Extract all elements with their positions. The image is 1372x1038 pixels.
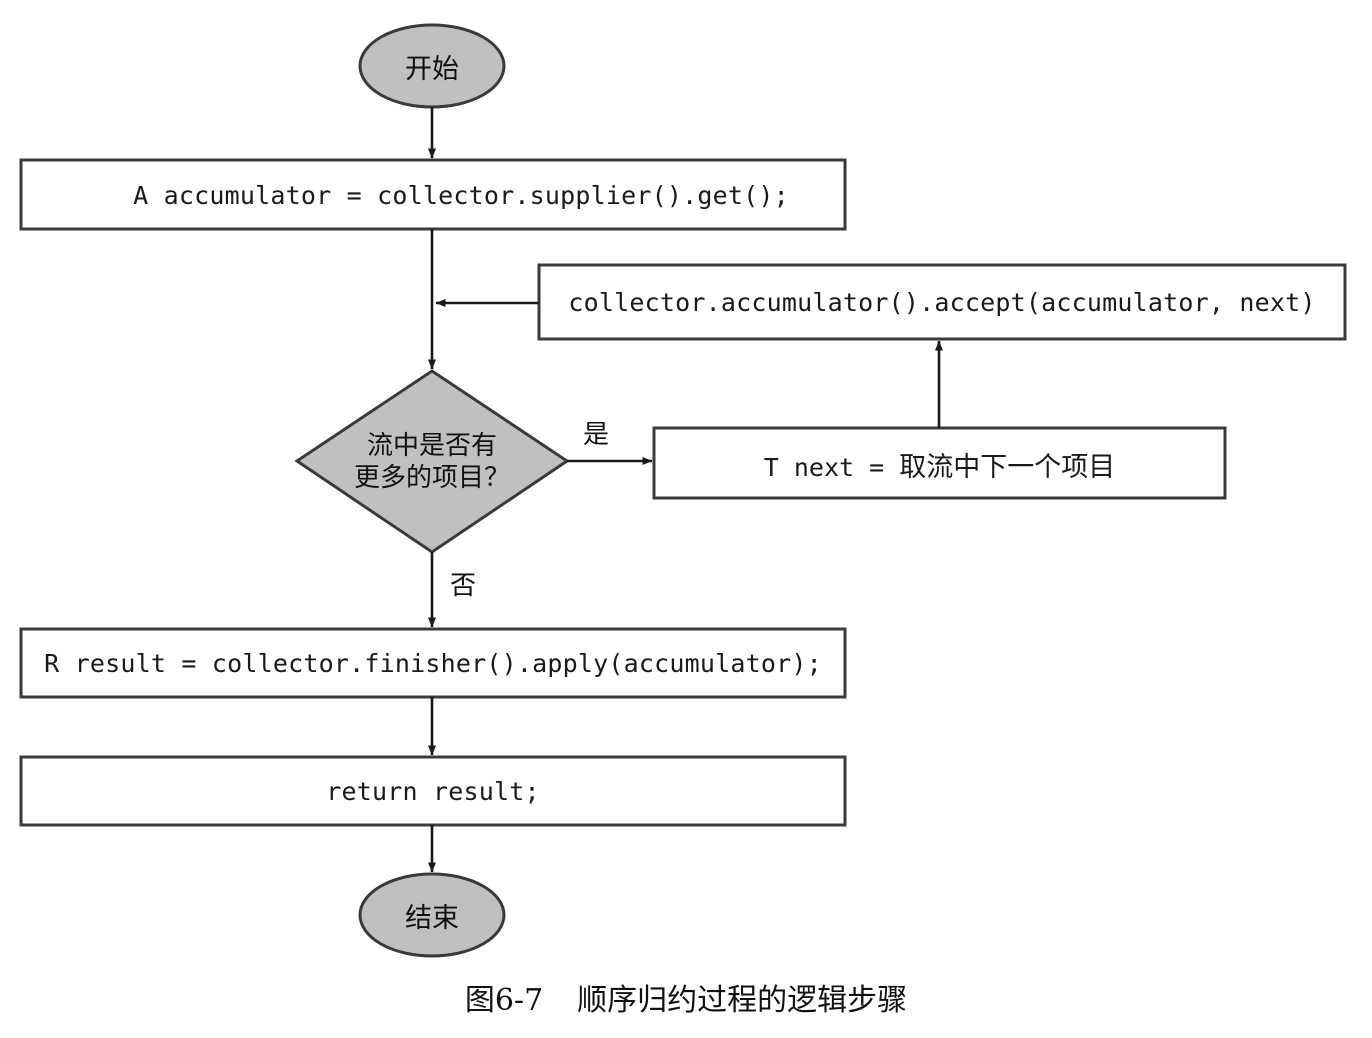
next-item-node-shape [652, 426, 1227, 500]
start-node-shape [358, 23, 506, 109]
figure-caption: 图6-7 顺序归约过程的逻辑步骤 [0, 975, 1372, 1019]
supplier-node-shape [19, 158, 847, 231]
figure-caption-number: 图6-7 [464, 983, 544, 1018]
edge-label-no: 否 [450, 571, 477, 601]
edge-label-yes: 是 [583, 420, 610, 450]
end-node-shape [358, 872, 506, 958]
figure-caption-text: 顺序归约过程的逻辑步骤 [577, 983, 908, 1018]
finisher-node-shape [19, 627, 847, 699]
return-node-shape [19, 755, 847, 827]
accumulate-node-shape [537, 263, 1347, 341]
decision-node-shape [294, 369, 570, 554]
